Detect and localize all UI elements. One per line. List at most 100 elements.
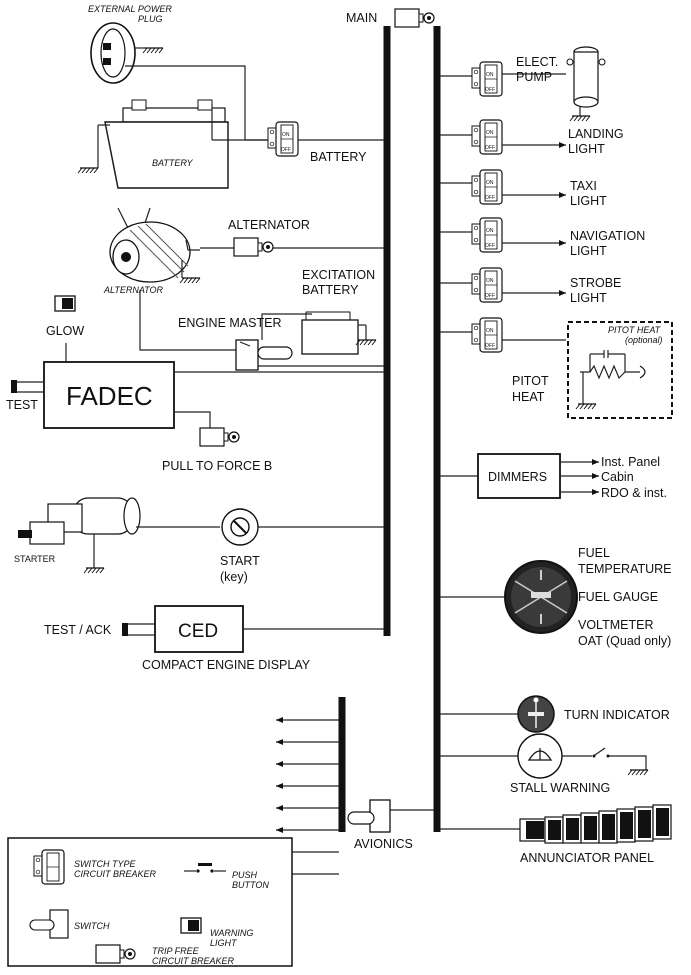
- svg-text:OFF: OFF: [485, 87, 495, 93]
- turn-indicator-label: TURN INDICATOR: [564, 708, 670, 722]
- legend-sw-cb-1: SWITCH TYPE: [74, 859, 136, 869]
- excitation-battery-icon: [301, 311, 377, 355]
- starter-icon: [18, 497, 141, 574]
- pitot-label-2: HEAT: [512, 390, 545, 404]
- external-power-plug-icon: [90, 22, 164, 84]
- legend-push-1: PUSH: [232, 870, 258, 880]
- svg-text:OFF: OFF: [485, 293, 495, 299]
- engine-master-label: ENGINE MASTER: [178, 316, 282, 330]
- avionics-switch[interactable]: [347, 799, 391, 833]
- start-key-switch[interactable]: [221, 508, 259, 546]
- battery-icon: [77, 99, 268, 189]
- navigation-label-2: LIGHT: [570, 244, 607, 258]
- dimmer-out-0: Inst. Panel: [601, 455, 660, 469]
- turn-indicator-icon: [517, 695, 555, 733]
- pitot-heater-icon: [575, 350, 646, 410]
- ced-full-label: COMPACT ENGINE DISPLAY: [142, 658, 311, 672]
- landing-label-2: LIGHT: [568, 142, 605, 156]
- elect-pump-label-2: PUMP: [516, 70, 552, 84]
- svg-text:ON: ON: [486, 72, 494, 78]
- warning-light-icon: [54, 295, 76, 312]
- legend-push-2: BUTTON: [232, 880, 269, 890]
- engine-master-switch[interactable]: [235, 339, 293, 371]
- ced-label: CED: [178, 621, 218, 642]
- alternator-breaker: [233, 237, 274, 257]
- stall-label: STALL WARNING: [510, 781, 610, 795]
- elect-pump-switch[interactable]: ON OFF: [471, 61, 503, 97]
- pitot-heat-optional-box: [567, 321, 673, 419]
- legend-switch: SWITCH: [74, 921, 110, 931]
- voltmeter-label-2: OAT (Quad only): [578, 634, 671, 648]
- legend-push-button-icon: [184, 863, 226, 873]
- taxi-label-1: TAXI: [570, 179, 597, 193]
- fadec-label: FADEC: [66, 381, 153, 411]
- pitot-label-1: PITOT: [512, 374, 549, 388]
- svg-text:OFF: OFF: [485, 195, 495, 201]
- alternator-cb-label: ALTERNATOR: [228, 218, 310, 232]
- start-label-2: (key): [220, 570, 248, 584]
- pitot-opt-label-1: PITOT HEAT: [608, 325, 662, 335]
- avionics-outputs: [276, 717, 339, 877]
- taxi-label-2: LIGHT: [570, 194, 607, 208]
- svg-text:ON: ON: [486, 278, 494, 284]
- stall-warning-horn-icon: [517, 733, 563, 779]
- svg-text:OFF: OFF: [281, 147, 291, 153]
- svg-text:ON: ON: [282, 132, 290, 138]
- avionics-label: AVIONICS: [354, 837, 413, 851]
- svg-text:ON: ON: [486, 228, 494, 234]
- ced-box: [154, 605, 244, 653]
- stall-switch-icon: [592, 747, 610, 758]
- legend-warning-light-icon: [180, 917, 202, 934]
- voltmeter-label-1: VOLTMETER: [578, 618, 653, 632]
- svg-text:OFF: OFF: [485, 243, 495, 249]
- ext-power-label-2: PLUG: [138, 14, 163, 24]
- legend-warning-1: WARNING: [210, 928, 253, 938]
- elect-pump-label-1: ELECT.: [516, 55, 558, 69]
- strobe-light-switch[interactable]: ON OFF: [471, 267, 503, 303]
- fuel-gauge-label: FUEL GAUGE: [578, 590, 658, 604]
- main-breaker: [394, 8, 435, 28]
- annunciator-panel-icon: [519, 804, 672, 844]
- svg-text:ON: ON: [486, 130, 494, 136]
- annunciator-label: ANNUNCIATOR PANEL: [520, 851, 654, 865]
- starter-label: STARTER: [14, 554, 56, 564]
- battery-switch-label: BATTERY: [310, 150, 367, 164]
- svg-text:OFF: OFF: [485, 343, 495, 349]
- legend-tfcb-2: CIRCUIT BREAKER: [152, 956, 235, 966]
- test-ack-label: TEST / ACK: [44, 623, 112, 637]
- navigation-light-switch[interactable]: ON OFF: [471, 217, 503, 253]
- navigation-label-1: NAVIGATION: [570, 229, 645, 243]
- multi-gauge-icon: [504, 560, 578, 634]
- dimmer-out-2: RDO & inst.: [601, 486, 667, 500]
- legend-switch-icon: [29, 909, 69, 939]
- ext-power-label-1: EXTERNAL POWER: [88, 4, 172, 14]
- fadec-box: [43, 361, 175, 429]
- pull-to-force-b-breaker[interactable]: [199, 427, 240, 447]
- excitation-label-2: BATTERY: [302, 283, 359, 297]
- pitot-heat-switch[interactable]: ON OFF: [471, 317, 503, 353]
- legend-tfcb-1: TRIP FREE: [152, 946, 200, 956]
- legend-sw-cb-2: CIRCUIT BREAKER: [74, 869, 157, 879]
- fuel-temp-label-2: TEMPERATURE: [578, 562, 672, 576]
- alternator-body-label: ALTERNATOR: [103, 285, 164, 295]
- dimmer-out-1: Cabin: [601, 470, 634, 484]
- start-label-1: START: [220, 554, 260, 568]
- landing-light-switch[interactable]: ON OFF: [471, 119, 503, 155]
- svg-text:ON: ON: [486, 180, 494, 186]
- main-label: MAIN: [346, 11, 377, 25]
- test-push-button[interactable]: [11, 380, 44, 393]
- dimmers-label: DIMMERS: [488, 470, 547, 484]
- pitot-opt-label-2: (optional): [625, 335, 663, 345]
- svg-text:OFF: OFF: [485, 145, 495, 151]
- battery-body-label: BATTERY: [152, 158, 194, 168]
- strobe-label-1: STROBE: [570, 276, 621, 290]
- svg-text:ON: ON: [486, 328, 494, 334]
- test-ack-push-button[interactable]: [122, 623, 155, 636]
- fuel-temp-label-1: FUEL: [578, 546, 610, 560]
- glow-label: GLOW: [46, 324, 84, 338]
- excitation-label-1: EXCITATION: [302, 268, 375, 282]
- taxi-light-switch[interactable]: ON OFF: [471, 169, 503, 205]
- battery-switch[interactable]: ON OFF: [267, 121, 299, 157]
- strobe-label-2: LIGHT: [570, 291, 607, 305]
